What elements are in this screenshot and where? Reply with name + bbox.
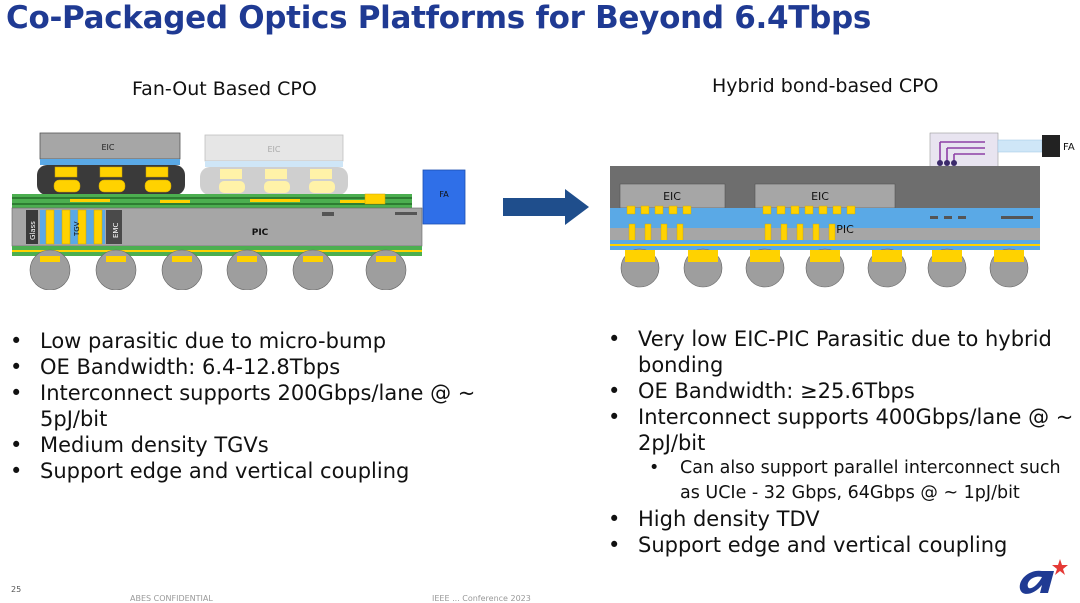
fanout-bullet-list: Low parasitic due to micro-bump OE Bandw… [6,328,506,484]
list-item: Interconnect supports 200Gbps/lane @ ~ 5… [6,380,506,432]
list-item: OE Bandwidth: ≥25.6Tbps [604,378,1080,404]
list-item: Support edge and vertical coupling [6,458,506,484]
hybrid-bullet-list: Very low EIC-PIC Parasitic due to hybrid… [604,326,1080,558]
eic-chip-1 [619,183,726,209]
page-number: 25 [11,585,22,594]
slide-title: Co-Packaged Optics Platforms for Beyond … [6,0,872,36]
eic-label: EIC [102,143,115,152]
pic-label-right: PIC [836,223,854,236]
eic-chip-2 [754,183,896,209]
list-item: OE Bandwidth: 6.4-12.8Tbps [6,354,506,380]
list-item: Very low EIC-PIC Parasitic due to hybrid… [604,326,1080,378]
fa-label: FA [439,190,449,199]
fa-block [422,169,466,225]
tgv-label: TGV [73,221,81,237]
eic1-label: EIC [663,190,681,203]
eic-chip-faded [204,134,344,162]
eic-chip [39,132,181,160]
hybrid-bond-cpo-diagram: FA EIC EIC PIC [610,132,1075,288]
hybrid-bond-cpo-heading: Hybrid bond-based CPO [712,75,939,97]
fa-label-right: FA [1063,142,1075,153]
list-item: Support edge and vertical coupling [604,532,1080,558]
transition-arrow [503,189,589,225]
glass-label: Glass [29,221,37,240]
eic2-label: EIC [811,190,829,203]
eic-faded-label: EIC [268,145,281,154]
emc-label: EMC [112,223,120,238]
emc-layer [106,210,122,244]
fanout-cpo-diagram: EIC EIC FA Glass TGV EMC PIC [11,132,466,290]
list-item: Low parasitic due to micro-bump [6,328,506,354]
a-star-logo-icon [1019,559,1068,594]
sub-list-item: Can also support parallel interconnect s… [604,456,1080,506]
list-item: Interconnect supports 400Gbps/lane @ ~ 2… [604,404,1080,456]
pic-label: PIC [252,228,269,238]
fanout-cpo-heading: Fan-Out Based CPO [132,78,317,100]
glass-layer [26,210,38,244]
list-item: Medium density TGVs [6,432,506,458]
list-item: High density TDV [604,506,1080,532]
